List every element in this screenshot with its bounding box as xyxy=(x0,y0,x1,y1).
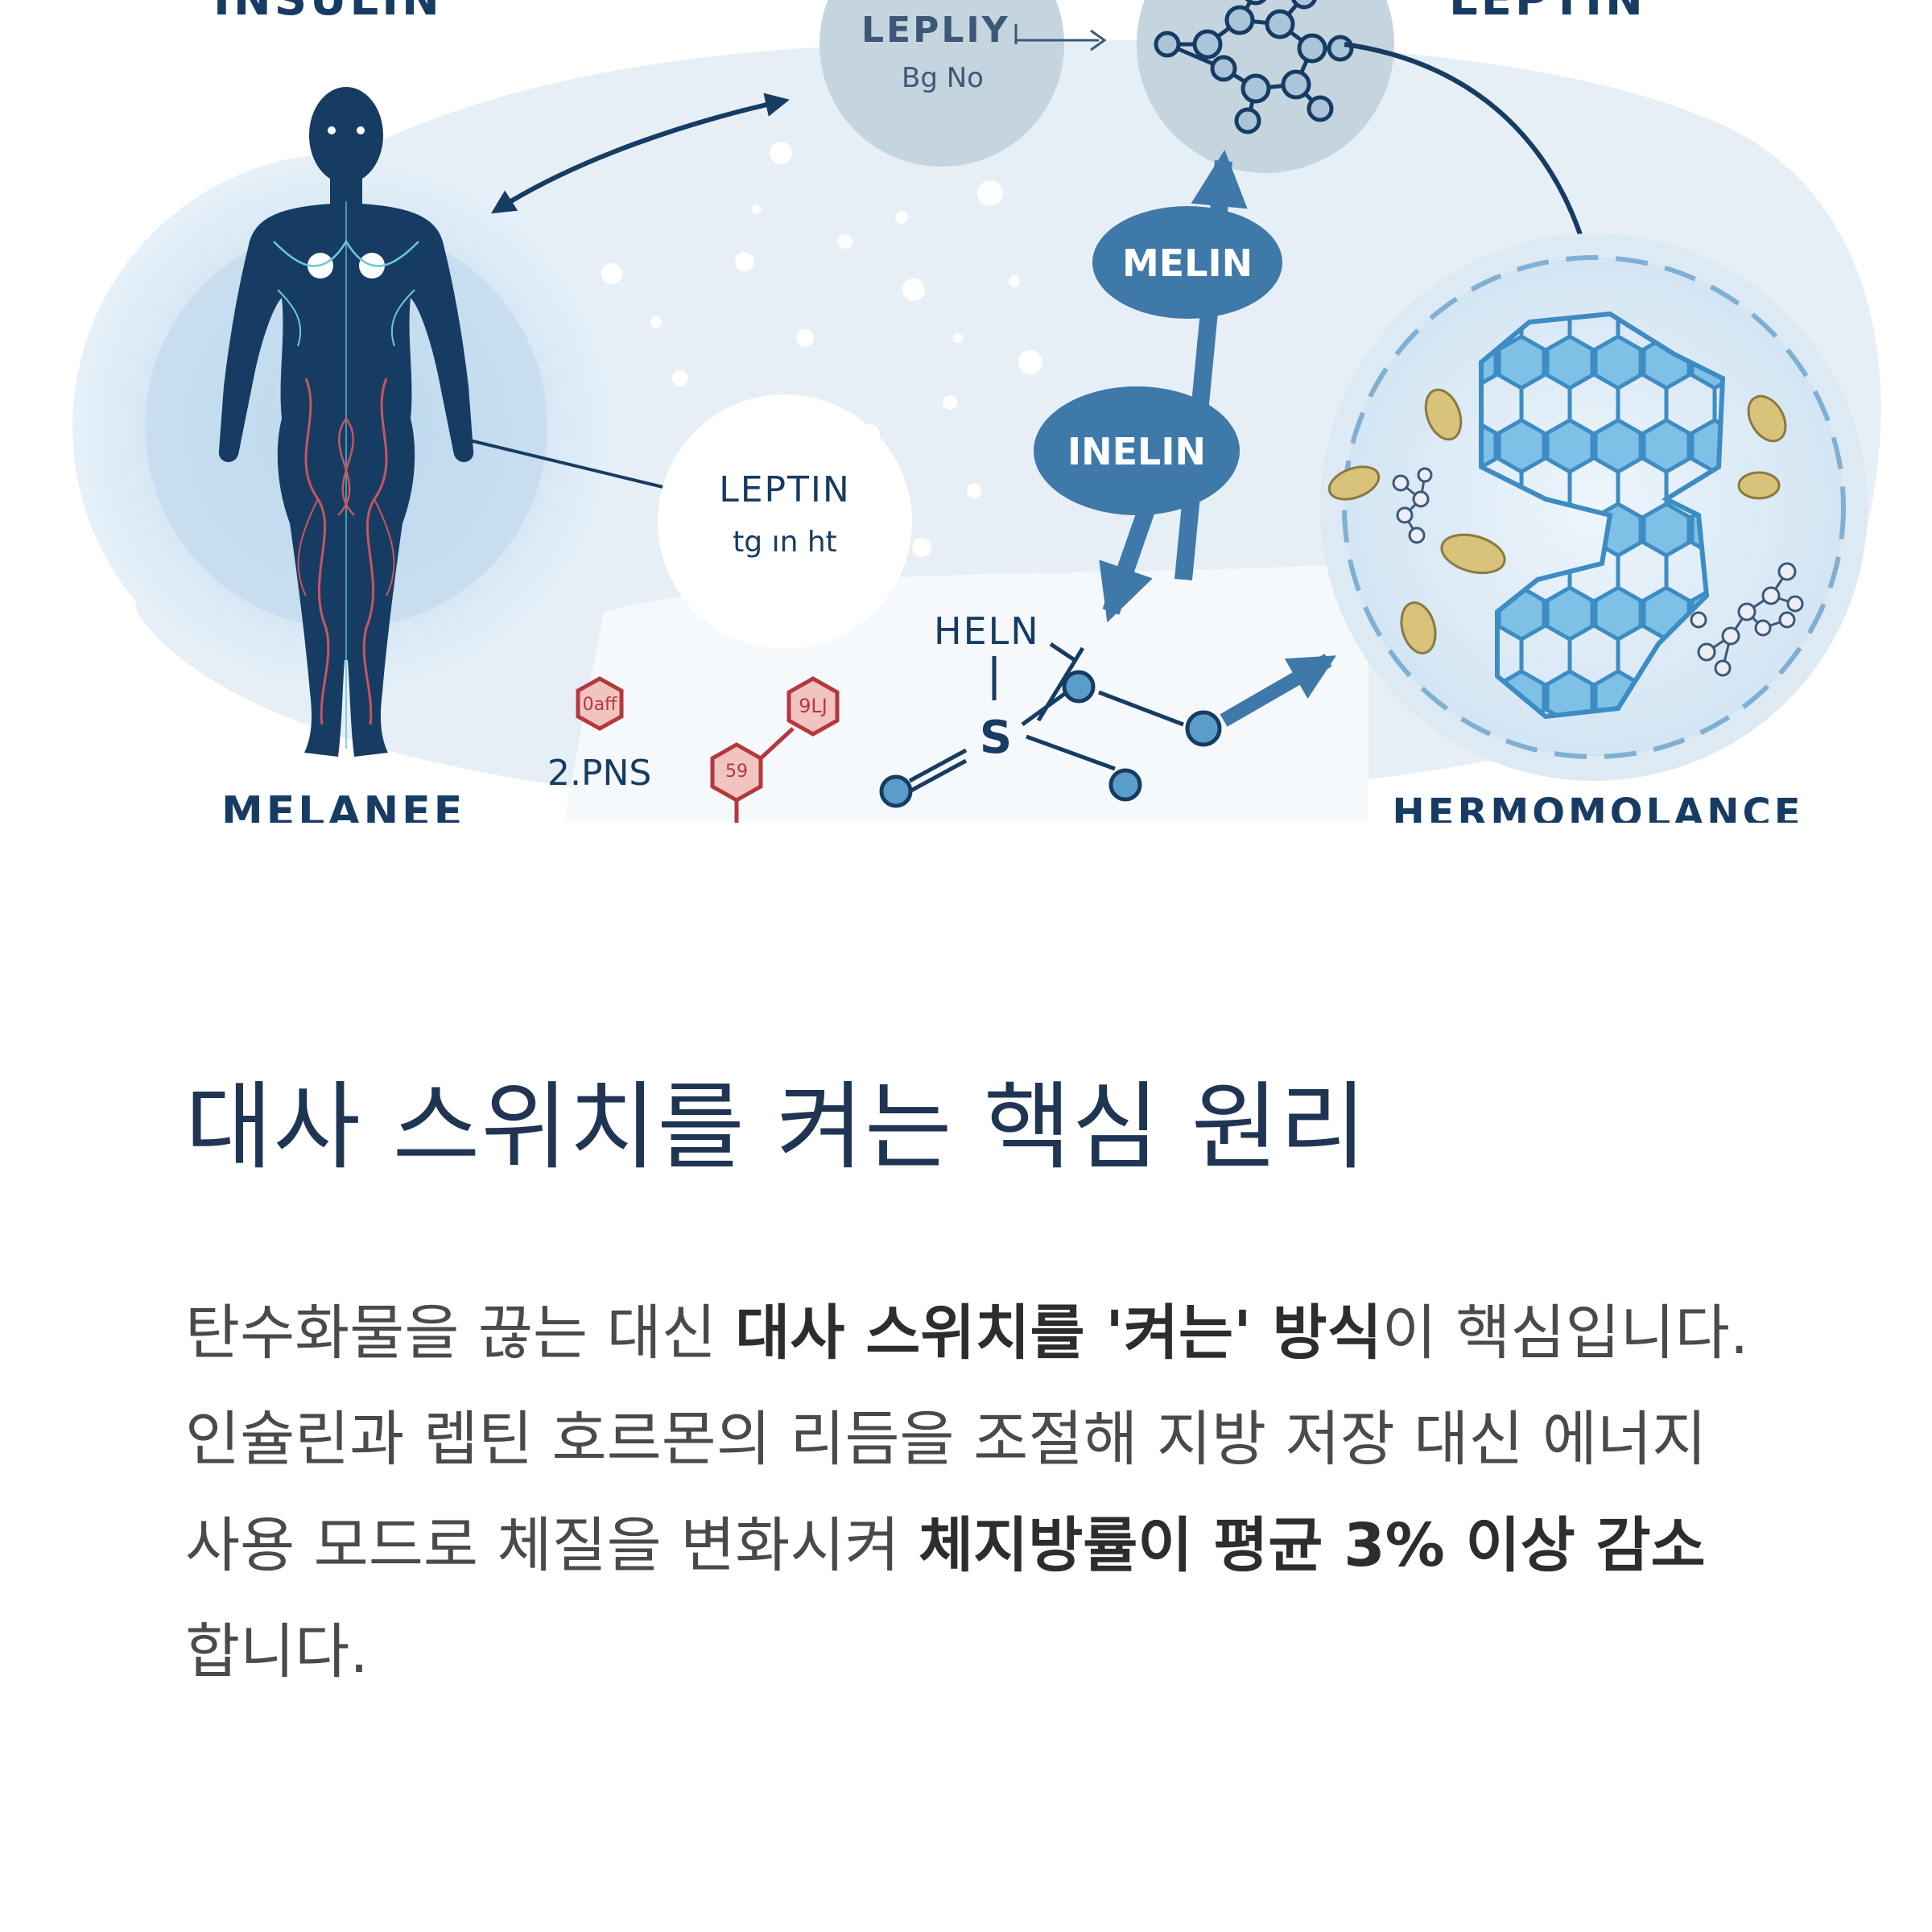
hexagon-molecules xyxy=(576,676,840,823)
label-leptin-bubble: LEPTIN xyxy=(719,469,851,510)
melin-node xyxy=(1092,206,1282,319)
paragraph-emphasis-1: 대사 스위치를 '켜는' 방식 xyxy=(735,1298,1382,1368)
label-insulin: INSULIN xyxy=(213,0,443,26)
label-hex3: 9LJ xyxy=(799,695,828,717)
paragraph-emphasis-2: 체지방률이 평균 3% 이상 감소 xyxy=(919,1510,1706,1580)
leptin-bubble xyxy=(658,394,912,649)
label-bg-no: Bg No xyxy=(902,62,984,94)
label-sulfur: S xyxy=(980,712,1012,764)
article-section: 대사 스위치를 켜는 핵심 원리 탄수화물을 끊는 대신 대사 스위치를 '켜는… xyxy=(185,1071,1755,1705)
small-molecules xyxy=(1392,467,1804,677)
label-melanee: MELANEE xyxy=(221,788,465,823)
leader-line xyxy=(462,437,697,497)
label-hex1: 0aff xyxy=(583,695,617,715)
paragraph-text-1: 탄수화물을 끊는 대신 xyxy=(185,1298,736,1368)
label-tg-in-ht: tg ın ht xyxy=(733,526,837,559)
section-heading: 대사 스위치를 켜는 핵심 원리 xyxy=(185,1071,1368,1183)
hormone-illustration: INSULIN MELANEE LEPLIY Bg No LEPTIN MELI… xyxy=(0,0,1932,823)
arrow-right-small xyxy=(1090,29,1107,52)
human-figure xyxy=(218,87,474,757)
sulfur-molecule xyxy=(879,642,1222,808)
label-inelin: INELIN xyxy=(1067,430,1206,473)
paragraph-text-2: 이 핵심입니다. 인슐린과 렙틴 호르몬의 리듬을 조절해 지방 저장 대신 에… xyxy=(185,1298,1749,1580)
paragraph-text-3: 합니다. xyxy=(185,1616,369,1686)
bidirectional-arrow xyxy=(490,93,790,214)
background-floor xyxy=(564,564,1368,823)
label-lepliy: LEPLIY xyxy=(861,10,1010,51)
label-hermomolance: HERMOMOLANCE xyxy=(1393,791,1804,823)
label-hex2: 59 xyxy=(725,762,748,782)
section-paragraph: 탄수화물을 끊는 대신 대사 스위치를 '켜는' 방식이 핵심입니다. 인슐린과… xyxy=(185,1280,1755,1705)
hexagon-cluster xyxy=(1479,311,1726,720)
arrow-to-cell xyxy=(1220,654,1336,727)
label-leptin-top: LEPTIN xyxy=(1449,0,1646,26)
lepliy-bubble xyxy=(819,0,1064,167)
inelin-node xyxy=(1034,386,1240,515)
label-heln: HELN xyxy=(934,609,1040,653)
label-pns: 2.PNS xyxy=(547,753,651,794)
fat-droplets xyxy=(1327,388,1787,654)
leptin-molecule xyxy=(1154,0,1354,134)
label-melin: MELIN xyxy=(1122,242,1253,285)
